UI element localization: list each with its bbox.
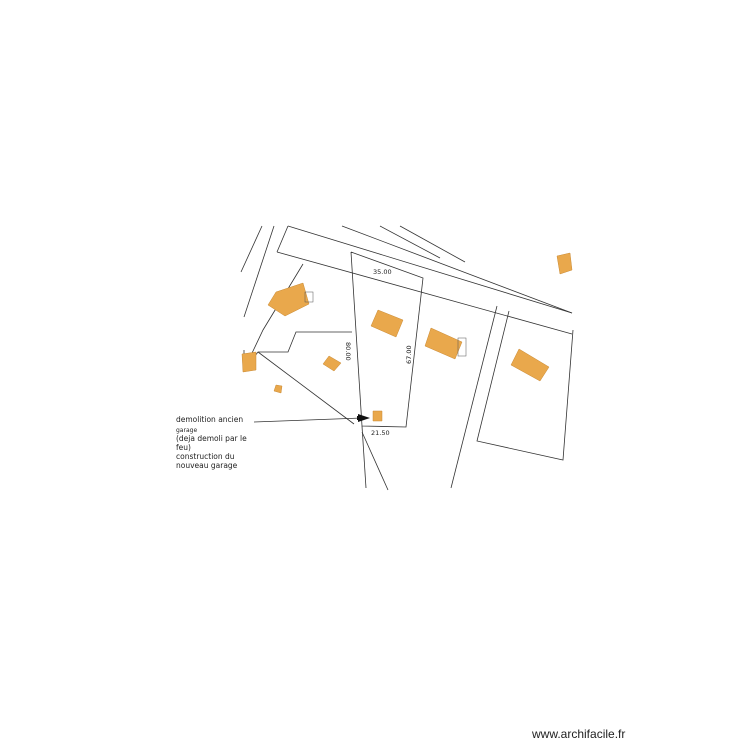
dimension-left: 80.00: [344, 342, 352, 361]
annotation-line-6: nouveau garage: [176, 461, 238, 470]
building-1: [267, 282, 310, 317]
road-edge-bottom: [276, 251, 573, 335]
annotation-line-2: garage: [176, 427, 198, 434]
building-2: [370, 309, 404, 338]
left-parcel-edge: [257, 351, 355, 425]
building-3: [424, 327, 463, 360]
annotation-line-4: feu): [176, 443, 191, 452]
road-line-b: [379, 225, 441, 259]
road-edge-top: [287, 225, 573, 314]
dimension-right: 67.00: [405, 345, 413, 364]
garage-building: [372, 410, 383, 422]
parcel-b: [450, 305, 498, 489]
annotation-line-3: (deja demoli par le: [176, 434, 247, 443]
dimension-bottom: 21.50: [371, 429, 390, 437]
left-line-2: [240, 225, 263, 273]
building-1-annex: [241, 351, 257, 373]
leader-line: [253, 417, 363, 423]
parcel-c: [476, 310, 574, 461]
building-7: [556, 252, 573, 275]
left-line-1: [243, 225, 275, 318]
main-parcel-extension: [361, 425, 367, 489]
parcel-lines: [240, 225, 574, 491]
main-parcel: [350, 251, 424, 428]
dimension-top: 35.00: [373, 268, 392, 276]
annotation-line-1: demolition ancien: [176, 415, 244, 424]
road-line-a: [341, 225, 573, 314]
arrow-shaft: [357, 416, 361, 420]
annotation-line-5: construction du: [176, 452, 235, 461]
road-line-c: [399, 225, 466, 263]
building-5: [322, 355, 342, 372]
leader: [253, 414, 370, 423]
building-4: [510, 348, 550, 382]
building-6: [273, 384, 283, 394]
building-3-outline: [457, 337, 467, 357]
main-parcel-bottom: [361, 431, 389, 491]
building-outlines: [304, 291, 467, 357]
buildings: [241, 252, 573, 422]
watermark: www.archifacile.fr: [532, 727, 626, 741]
building-1-outline: [304, 291, 314, 303]
road-end-left: [276, 225, 289, 253]
